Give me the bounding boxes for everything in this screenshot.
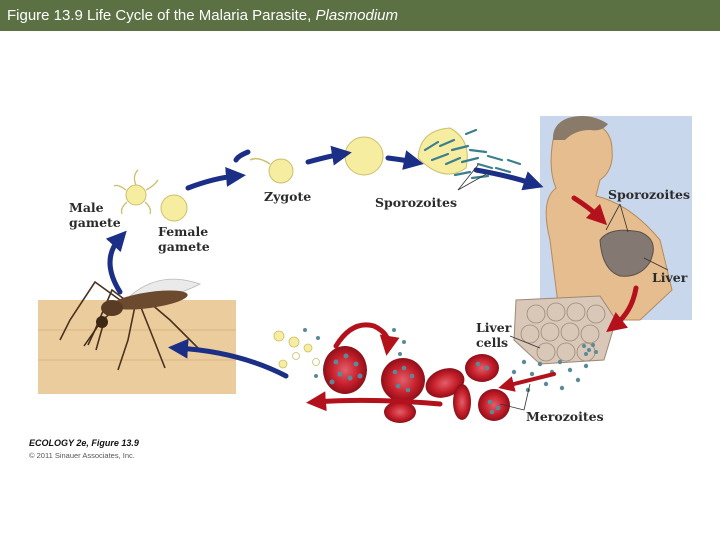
liver-cells-label-line1: Liver: [476, 320, 512, 335]
liver-organ: [599, 229, 654, 277]
label-pointers: [457, 164, 669, 411]
slide-title-genus: Plasmodium: [315, 7, 399, 24]
sporozoites-mosquito-label: Sporozoites: [375, 195, 457, 210]
male-gamete-label-line2: gamete: [69, 215, 121, 230]
credit-title: ECOLOGY 2e, Figure 13.9: [29, 438, 139, 448]
skin-surface-panel: [38, 300, 236, 394]
slide-title: Figure 13.9 Life Cycle of the Malaria Pa…: [7, 7, 398, 24]
zygote-label: Zygote: [264, 189, 311, 204]
mosquito-proboscis: [83, 325, 99, 347]
credit-copyright: © 2011 Sinauer Associates, Inc.: [29, 451, 135, 460]
slide-title-text: Figure 13.9 Life Cycle of the Malaria Pa…: [7, 7, 316, 24]
title-bar: Figure 13.9 Life Cycle of the Malaria Pa…: [0, 0, 720, 31]
sporozoite-cluster: [417, 127, 522, 180]
liver-cells-tissue: [513, 295, 617, 365]
zygote-cell: [249, 157, 294, 184]
red-blood-cells: [323, 346, 510, 423]
mosquito-illustration: [38, 278, 236, 394]
female-gamete-label-line2: gamete: [158, 239, 210, 254]
female-gamete: [160, 194, 188, 222]
mosquito-abdomen: [112, 290, 188, 310]
mosquito-head: [96, 316, 108, 328]
merozoites-label: Merozoites: [526, 409, 604, 424]
gametocyte-particles: [273, 328, 406, 378]
human-illustration: [540, 116, 692, 321]
female-gamete-label-line1: Female: [158, 224, 208, 239]
male-gamete-label-line1: Male: [69, 200, 104, 215]
sporozoites-human-label: Sporozoites: [608, 187, 690, 202]
liver-label: Liver: [652, 270, 688, 285]
cycle-arrows: [105, 145, 639, 412]
mosquito-thorax: [101, 300, 123, 316]
liver-cells-label-line2: cells: [476, 335, 508, 350]
oocyst-cell: [344, 136, 384, 176]
male-gamete: [113, 169, 159, 215]
